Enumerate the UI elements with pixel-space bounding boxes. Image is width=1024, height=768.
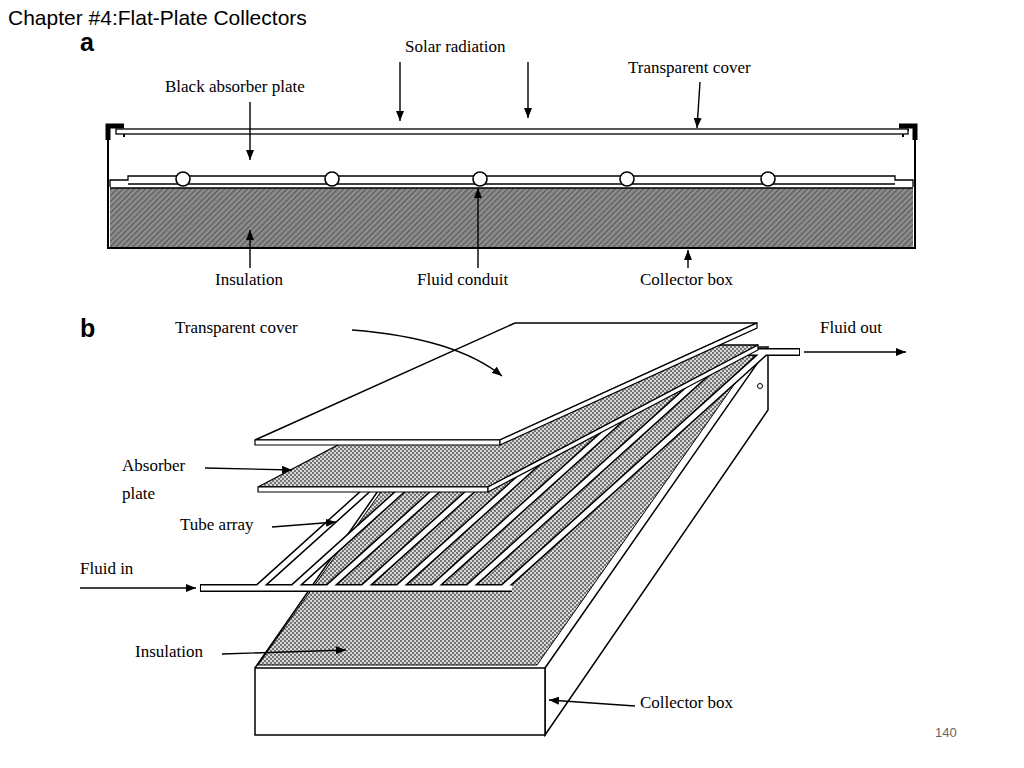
cover-frame-bracket [108, 126, 915, 140]
leader-line [697, 82, 700, 128]
insulation-layer [110, 188, 913, 247]
fluid-conduit [620, 172, 634, 186]
collector-box-front [255, 668, 545, 735]
part-label: Insulation [135, 642, 203, 662]
part-label: Collector box [640, 693, 733, 713]
leader-line [222, 650, 346, 654]
radiation-arrow [399, 62, 400, 121]
page-heading: Chapter #4:Flat-Plate Collectors [8, 6, 307, 30]
leader-lines-b [80, 330, 906, 706]
fluid-conduit [761, 172, 775, 186]
flow-arrow [804, 351, 906, 352]
leader-lines-a [250, 62, 700, 268]
leader-line [205, 468, 292, 470]
leader-line [549, 700, 635, 706]
transparent-cover [116, 129, 908, 134]
absorber-plate [110, 176, 913, 187]
part-label: Tube array [180, 515, 254, 535]
exploded-view [80, 323, 906, 735]
page-number: 140 [935, 726, 957, 741]
part-label: Absorber plate [122, 452, 197, 508]
part-label: Transparent cover [628, 58, 751, 78]
part-label: Fluid conduit [417, 270, 508, 290]
leader-line [687, 250, 688, 268]
part-label: Collector box [640, 270, 733, 290]
part-label: Transparent cover [175, 318, 298, 338]
leader-line [352, 330, 502, 376]
flow-arrow [80, 587, 196, 588]
leader-line [477, 188, 478, 268]
part-label: Solar radiation [405, 37, 506, 57]
radiation-arrow [527, 62, 528, 118]
fluid-conduit [176, 172, 190, 186]
fluid-conduit [325, 172, 339, 186]
fluid-conduit [473, 172, 487, 186]
leader-line [249, 102, 250, 160]
section-view [108, 62, 915, 268]
transparent-cover [255, 323, 757, 440]
part-label: Black absorber plate [165, 77, 305, 97]
panel-letter: b [80, 314, 95, 343]
box-hole [758, 384, 763, 389]
flow-label: Fluid in [80, 559, 133, 579]
insulation-top [110, 187, 913, 189]
leader-line [272, 522, 336, 527]
leader-line [249, 230, 250, 268]
absorber-plate-edge [258, 487, 488, 492]
collector-box-outline [108, 128, 915, 248]
flow-label: Fluid out [820, 318, 882, 338]
part-label: Insulation [215, 270, 283, 290]
absorber-plate-underside [128, 183, 895, 184]
cover-edge [500, 323, 757, 445]
panel-letter: a [80, 28, 94, 57]
cover-edge [255, 440, 500, 445]
fluid-conduits [176, 172, 775, 186]
